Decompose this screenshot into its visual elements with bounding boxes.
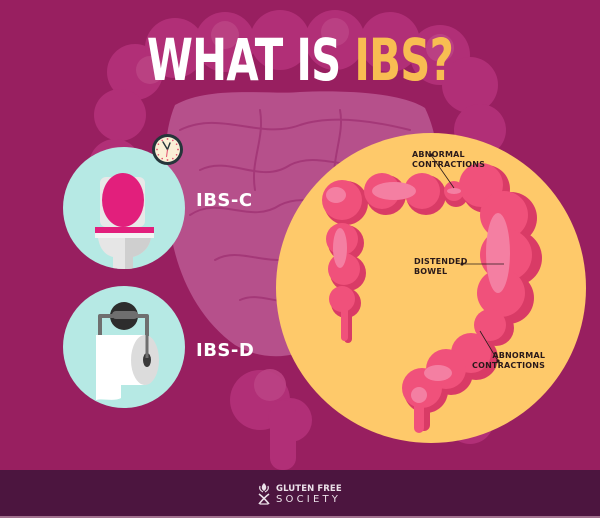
annotation-distended-bowel: DISTENDED BOWEL (414, 257, 468, 276)
footer-bar (0, 470, 600, 516)
ibs-d-illustration (63, 286, 185, 408)
annotation-abnormal-contractions-bottom: ABNORMAL CONTRACTIONS (472, 351, 546, 370)
brand-line-1: GLUTEN FREE (276, 483, 342, 494)
title-highlight: IBS? (354, 26, 454, 94)
brand-wordmark: GLUTEN FREE SOCIETY (276, 484, 342, 505)
page-title: WHAT IS IBS? (84, 28, 516, 92)
title-prefix: WHAT IS (146, 26, 341, 94)
clock-icon (152, 134, 183, 165)
annotation-abnormal-contractions-top: ABNORMAL CONTRACTIONS (412, 150, 486, 169)
dna-wheat-logo-icon (258, 483, 270, 505)
ibs-c-label: IBS-C (196, 190, 253, 211)
ibs-c-illustration (63, 147, 185, 269)
footer-divider (0, 516, 600, 518)
brand-logo: GLUTEN FREE SOCIETY (257, 480, 342, 508)
colon-diagram (276, 133, 586, 443)
toilet-paper-icon (96, 302, 159, 400)
toilet-icon (95, 173, 154, 269)
brand-line-2: SOCIETY (276, 493, 342, 505)
ibs-d-label: IBS-D (196, 340, 255, 361)
